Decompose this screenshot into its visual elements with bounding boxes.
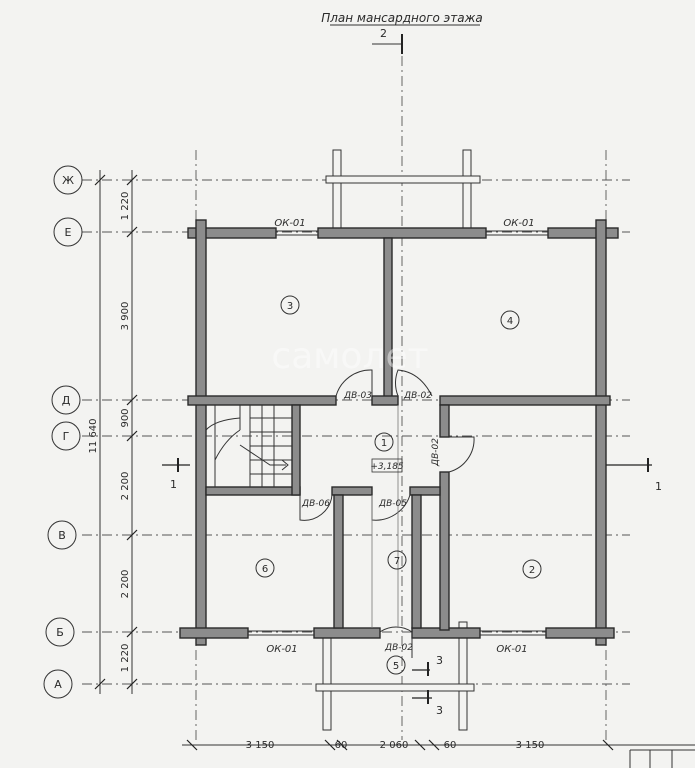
svg-text:Д: Д [62, 394, 71, 407]
door-label-dv03: ДВ-03 [343, 391, 372, 401]
door-label-dv06: ДВ-06 [301, 499, 330, 509]
title-block-corner [629, 749, 695, 768]
hdim-3: 2 060 [380, 740, 409, 751]
vdim-2: 3 900 [120, 302, 131, 331]
axis-bubble-e: Е [53, 217, 83, 247]
vdim-3: 900 [120, 408, 131, 427]
axis-bubble-b: Б [45, 617, 75, 647]
section-mark-bottom-2: 3 [412, 690, 443, 717]
room-5: 5 [386, 655, 406, 675]
vertical-dim-ticks [94, 174, 138, 690]
room-4: 4 [500, 310, 520, 330]
svg-text:А: А [54, 678, 62, 691]
bottom-canopy [315, 621, 475, 731]
overall-dim: 11 640 [88, 419, 99, 454]
top-canopy [325, 149, 481, 235]
svg-text:Б: Б [56, 626, 64, 639]
svg-text:Е: Е [65, 226, 72, 239]
svg-text:3: 3 [436, 654, 443, 667]
door-label-dv02-bottom: ДВ-02 [384, 643, 413, 653]
window-label-top-left: ОК-01 [274, 218, 305, 229]
svg-text:7: 7 [394, 556, 400, 567]
elevation-mark: +3,185 [370, 458, 404, 473]
section-mark-bottom-1: 3 [412, 654, 443, 676]
hdim-2: 60 [335, 740, 348, 751]
svg-text:2: 2 [529, 565, 535, 576]
svg-text:5: 5 [393, 661, 399, 672]
window-label-bottom-right: ОК-01 [496, 644, 527, 655]
vdim-5: 2 200 [120, 570, 131, 599]
axis-bubble-g: Г [51, 421, 81, 451]
axis-bubble-a: А [43, 669, 73, 699]
axis-bubble-v: В [47, 520, 77, 550]
staircase [205, 405, 292, 487]
window-label-bottom-left: ОК-01 [266, 644, 297, 655]
svg-text:4: 4 [507, 316, 513, 327]
svg-text:1: 1 [170, 478, 177, 491]
svg-text:+3,185: +3,185 [370, 462, 404, 472]
window-openings [248, 230, 548, 636]
vdim-4: 2 200 [120, 472, 131, 501]
svg-text:В: В [58, 529, 66, 542]
section-mark-left: 1 [162, 458, 190, 491]
svg-text:3: 3 [287, 301, 293, 312]
room-1: 1 [374, 432, 394, 452]
interior-walls [187, 237, 611, 631]
svg-text:1: 1 [655, 480, 662, 493]
room-2: 2 [522, 559, 542, 579]
room-6: 6 [255, 558, 275, 578]
watermark: самолет [271, 336, 428, 377]
svg-text:1: 1 [381, 438, 387, 449]
top-section-mark: 2 [380, 27, 387, 40]
svg-text:3: 3 [436, 704, 443, 717]
svg-text:6: 6 [262, 564, 268, 575]
room-7: 7 [387, 550, 407, 570]
door-label-dv02-vertical: ДВ-02 [431, 438, 441, 467]
door-label-dv02-top: ДВ-02 [403, 391, 432, 401]
hdim-4: 60 [444, 740, 457, 751]
axis-bubble-zh: Ж [53, 165, 83, 195]
vdim-6: 1 220 [120, 644, 131, 673]
hdim-1: 3 150 [246, 740, 275, 751]
svg-text:Ж: Ж [62, 174, 74, 187]
axis-bubble-d: Д [51, 385, 81, 415]
plan-title: План мансардного этажа [321, 11, 483, 25]
corridor-lines [371, 405, 399, 628]
section-mark-right: 1 [606, 458, 662, 493]
svg-text:Г: Г [63, 430, 70, 443]
exterior-walls [179, 219, 619, 646]
horizontal-dim-ticks [186, 739, 614, 751]
window-label-top-right: ОК-01 [503, 218, 534, 229]
room-3: 3 [280, 295, 300, 315]
vdim-1: 1 220 [120, 192, 131, 221]
door-label-dv05: ДВ-05 [378, 499, 407, 509]
hdim-5: 3 150 [516, 740, 545, 751]
